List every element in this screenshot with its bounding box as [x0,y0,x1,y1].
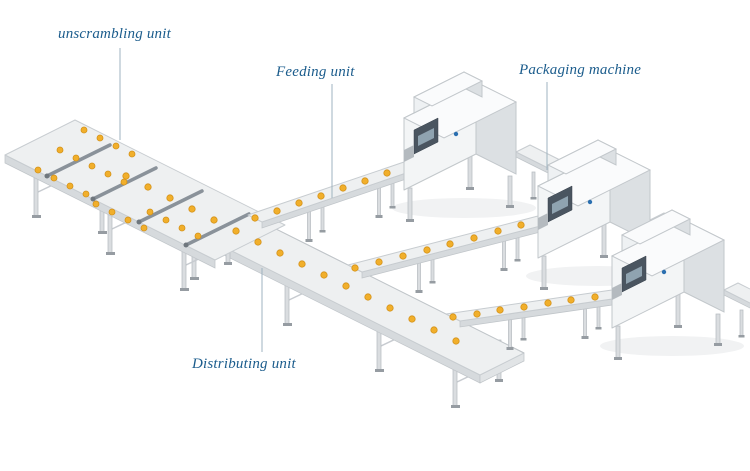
feeding-conveyor-1 [247,161,419,243]
product-dots-main [122,172,460,345]
product-dots-feeder-3 [449,293,599,321]
feeding-conveyor-2 [347,215,553,294]
product-dots-feeder-1 [251,169,391,222]
leader-lines [119,48,548,352]
unscrambling-unit-illustration [4,119,286,292]
label-unscrambling-unit: unscrambling unit [58,26,171,42]
label-packaging-machine: Packaging machine [519,62,642,78]
product-dots-feeder-2 [351,221,525,272]
product-dots-unscrambler [34,126,202,240]
label-distributing-unit: Distributing unit [192,356,296,372]
feeding-conveyor-3 [445,289,627,351]
label-feeding-unit: Feeding unit [276,64,355,80]
